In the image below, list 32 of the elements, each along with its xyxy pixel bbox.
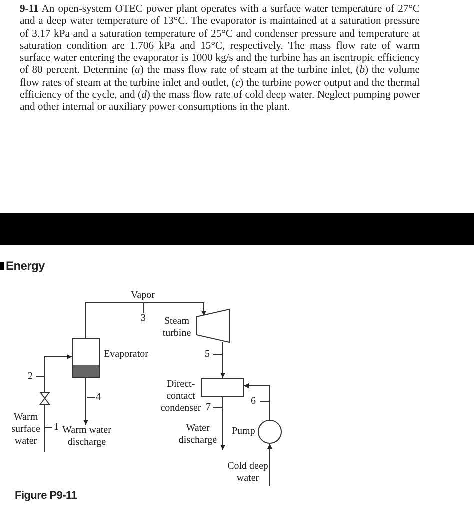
flow-line bbox=[220, 396, 226, 450]
stream-label: Cold deep water bbox=[226, 461, 270, 485]
flow-line bbox=[220, 342, 226, 378]
component-label: Direct- contact condenser bbox=[160, 379, 202, 415]
stream-label: Water discharge bbox=[176, 423, 220, 447]
stream-label: Warm surface water bbox=[8, 412, 44, 448]
turbine-symbol bbox=[196, 309, 230, 343]
flow-line bbox=[244, 384, 270, 420]
flow-line bbox=[44, 404, 46, 452]
state-number: 1 bbox=[54, 422, 59, 434]
evaporator-tank bbox=[72, 338, 100, 378]
section-header: Energy bbox=[6, 258, 45, 275]
state-number: 2 bbox=[28, 371, 33, 383]
component-label: Evaporator bbox=[104, 349, 150, 361]
component-label: Steam turbine bbox=[162, 316, 192, 340]
state-number: 5 bbox=[205, 349, 210, 361]
edge-label: Vapor bbox=[130, 290, 156, 302]
stream-label: Warm water discharge bbox=[58, 425, 116, 449]
state-number: 4 bbox=[96, 392, 101, 404]
state-number: 3 bbox=[141, 313, 146, 325]
flow-line bbox=[44, 354, 72, 392]
component-label: Pump bbox=[232, 426, 256, 438]
divider-band bbox=[0, 213, 474, 245]
figure-caption: Figure P9-11 bbox=[15, 489, 78, 504]
flow-line bbox=[268, 444, 272, 486]
flow-line bbox=[84, 378, 88, 426]
valve-symbol bbox=[40, 392, 50, 405]
flow-line bbox=[86, 302, 206, 338]
state-number: 6 bbox=[251, 396, 256, 408]
condenser-box bbox=[201, 378, 244, 397]
state-number: 7 bbox=[206, 402, 211, 414]
problem-text: 9-11 An open-system OTEC power plant operates with a surface water temperature of 27°C and a deep water temperature of 13°C. The evaporator is maintained at a saturation pressure of 3.17 kPa and a saturation temperature of 25°C and condenser pressure and temperature at saturation condition are 1.706 kPa and 15°C, respectively. The mass flow rate of warm surface water entering the evaporator is 1000 kg/s and the turbine has an isentropic efficiency of 80 percent. Determine (a) the mass flow rate of steam at the turbine inlet, (b) the volume flow rates of steam at the turbine inlet and outlet, (c) the turbine power output and the thermal efficiency of the cycle, and (d) the mass flow rate of cold deep water. Neglect pumping power and other internal or auxiliary power consumptions in the plant. bbox=[20, 4, 420, 115]
